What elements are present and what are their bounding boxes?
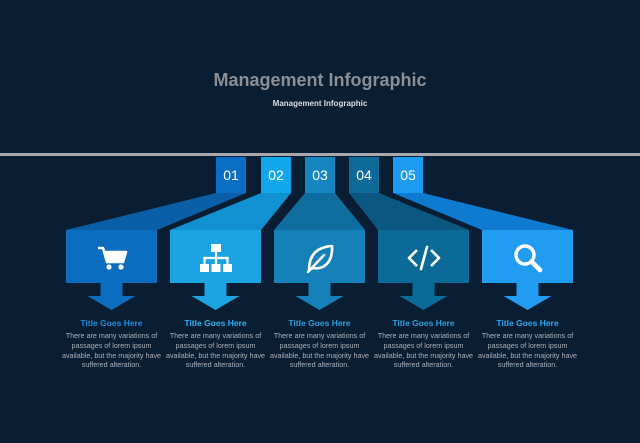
connector-arm-2 bbox=[170, 193, 291, 230]
leaf-icon bbox=[300, 240, 340, 276]
step-panel-5 bbox=[482, 230, 573, 283]
step-title-1: Title Goes Here bbox=[80, 318, 143, 328]
step-arrow-3 bbox=[295, 283, 344, 310]
code-icon bbox=[404, 240, 444, 276]
connector-arm-1 bbox=[66, 193, 246, 230]
step-arrow-2 bbox=[191, 283, 240, 310]
step-number-4: 04 bbox=[356, 167, 372, 183]
search-icon bbox=[508, 240, 548, 276]
step-description-1: There are many variations of passages of… bbox=[61, 331, 162, 370]
step-tab-4 bbox=[349, 157, 379, 193]
step-number-3: 03 bbox=[312, 167, 328, 183]
step-tab-5 bbox=[393, 157, 423, 193]
step-arrow-4 bbox=[399, 283, 448, 310]
page-subtitle: Management Infographic bbox=[272, 99, 368, 108]
step-description-2: There are many variations of passages of… bbox=[165, 331, 266, 370]
shopping-cart-icon bbox=[92, 240, 132, 276]
step-description-3: There are many variations of passages of… bbox=[269, 331, 370, 370]
step-number-1: 01 bbox=[223, 167, 239, 183]
step-tab-2 bbox=[261, 157, 291, 193]
step-title-3: Title Goes Here bbox=[288, 318, 351, 328]
step-arrow-5 bbox=[503, 283, 552, 310]
step-title-2: Title Goes Here bbox=[184, 318, 247, 328]
step-title-5: Title Goes Here bbox=[496, 318, 559, 328]
connector-arm-3 bbox=[274, 193, 365, 230]
step-number-5: 05 bbox=[400, 167, 416, 183]
step-description-4: There are many variations of passages of… bbox=[373, 331, 474, 370]
step-tab-3 bbox=[305, 157, 335, 193]
step-title-4: Title Goes Here bbox=[392, 318, 455, 328]
sitemap-icon bbox=[196, 240, 236, 276]
divider-line bbox=[0, 153, 640, 156]
step-arrow-1 bbox=[87, 283, 136, 310]
step-panel-3 bbox=[274, 230, 365, 283]
step-tab-1 bbox=[216, 157, 246, 193]
step-number-2: 02 bbox=[268, 167, 284, 183]
connector-arm-4 bbox=[349, 193, 469, 230]
step-description-5: There are many variations of passages of… bbox=[477, 331, 578, 370]
connector-arm-5 bbox=[393, 193, 573, 230]
page-title: Management Infographic bbox=[213, 70, 427, 90]
